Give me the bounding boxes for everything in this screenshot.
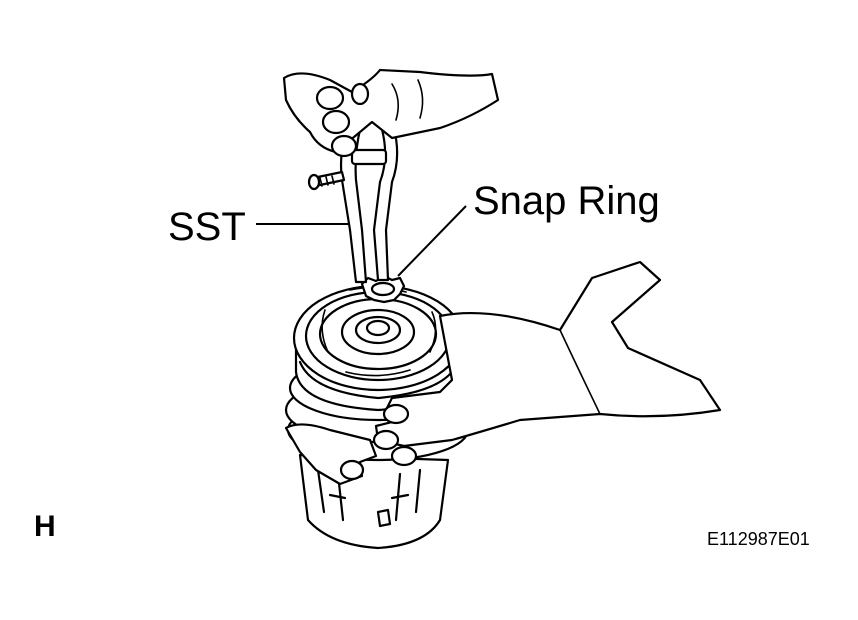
sst-label: SST — [168, 205, 246, 249]
snap-ring-label: Snap Ring — [473, 179, 660, 223]
left-hand — [284, 423, 378, 486]
figure-code: E112987E01 — [707, 529, 810, 549]
snap-ring — [360, 274, 406, 304]
upper-hand — [282, 68, 500, 158]
snap-ring-leader-line — [397, 205, 467, 277]
right-hand — [372, 260, 722, 467]
sst-pliers — [307, 108, 399, 284]
step-letter: H — [34, 510, 56, 543]
